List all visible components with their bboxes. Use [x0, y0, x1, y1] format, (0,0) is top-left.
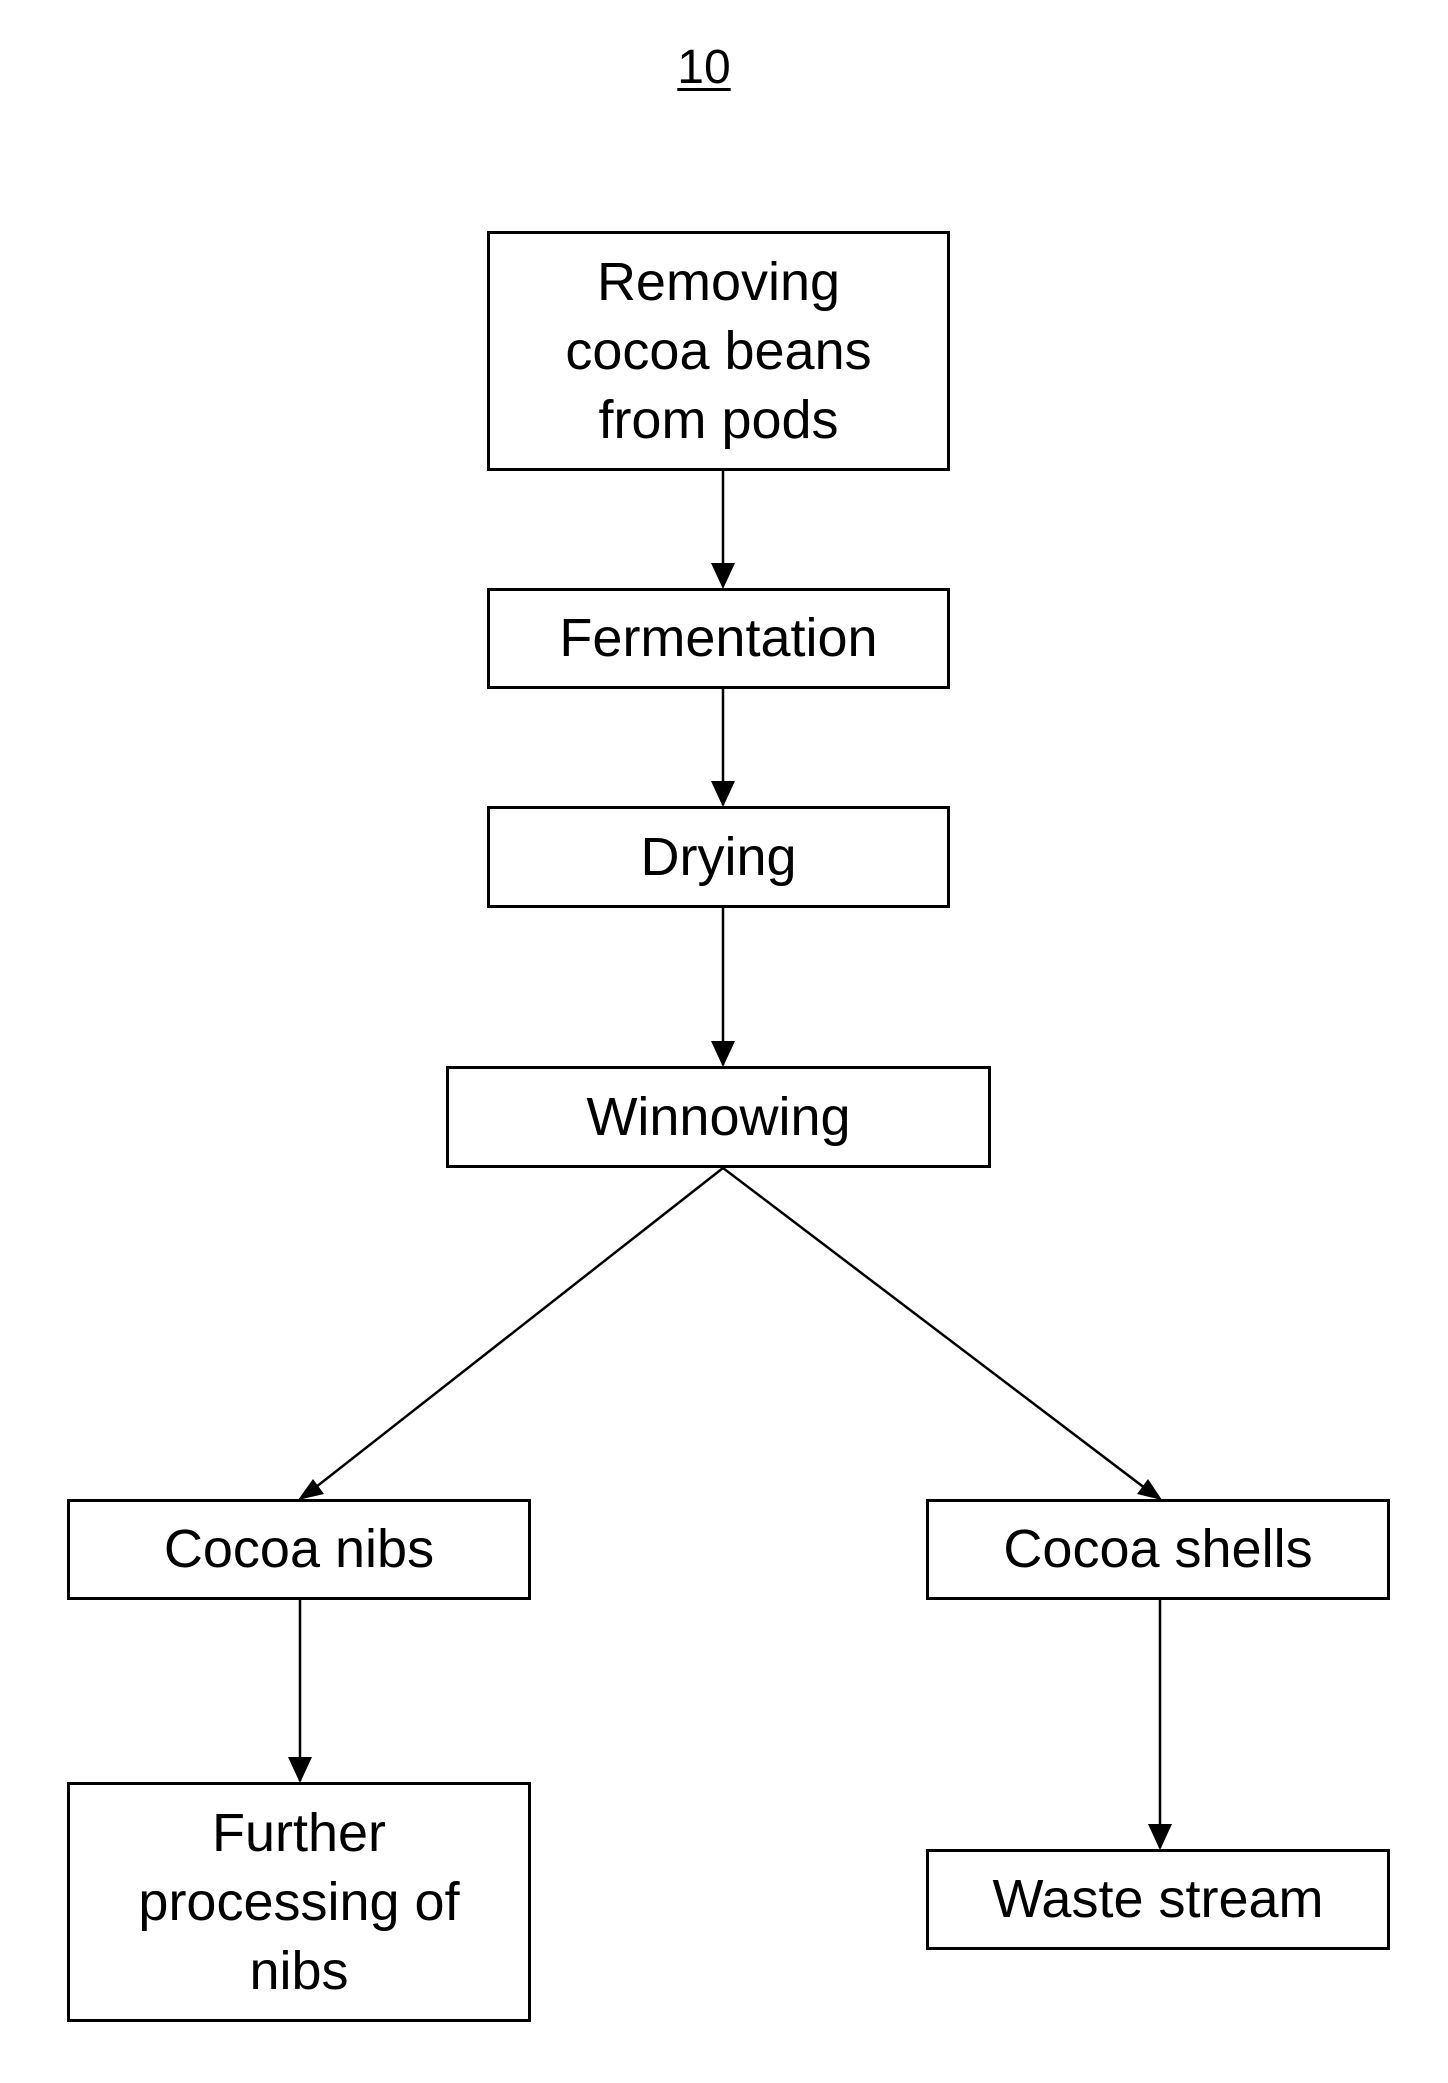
arrow-winnowing-to-cocoa-nibs [302, 1168, 723, 1498]
step-label-line: Waste stream [992, 1865, 1323, 1934]
step-cocoa-shells: Cocoa shells [926, 1499, 1390, 1600]
step-removing-cocoa-beans: Removing cocoa beans from pods [487, 231, 950, 471]
step-further-processing: Further processing of nibs [67, 1782, 531, 2022]
step-label-line: Further [138, 1799, 459, 1868]
step-waste-stream: Waste stream [926, 1849, 1390, 1950]
arrowhead-waste-stream [1148, 1824, 1172, 1850]
step-label-line: from pods [565, 386, 871, 455]
arrowhead-cocoa-shells [1137, 1479, 1162, 1500]
step-label-line: processing of [138, 1868, 459, 1937]
arrowhead-fermentation [711, 563, 735, 589]
step-label-line: Drying [640, 823, 796, 892]
step-drying: Drying [487, 806, 950, 908]
step-label-line: Removing [565, 248, 871, 317]
step-label-line: Cocoa nibs [164, 1515, 434, 1584]
arrowhead-cocoa-nibs [298, 1479, 324, 1500]
step-label-line: Fermentation [559, 604, 877, 673]
arrowhead-winnowing [711, 1041, 735, 1067]
step-winnowing: Winnowing [446, 1066, 991, 1168]
arrowhead-further-processing [288, 1757, 312, 1783]
step-cocoa-nibs: Cocoa nibs [67, 1499, 531, 1600]
step-label-line: Winnowing [586, 1083, 850, 1152]
arrowhead-drying [711, 781, 735, 807]
step-label-line: Cocoa shells [1003, 1515, 1312, 1584]
step-fermentation: Fermentation [487, 588, 950, 689]
step-label-line: nibs [138, 1937, 459, 2006]
arrow-winnowing-to-cocoa-shells [723, 1168, 1158, 1498]
step-label-line: cocoa beans [565, 317, 871, 386]
